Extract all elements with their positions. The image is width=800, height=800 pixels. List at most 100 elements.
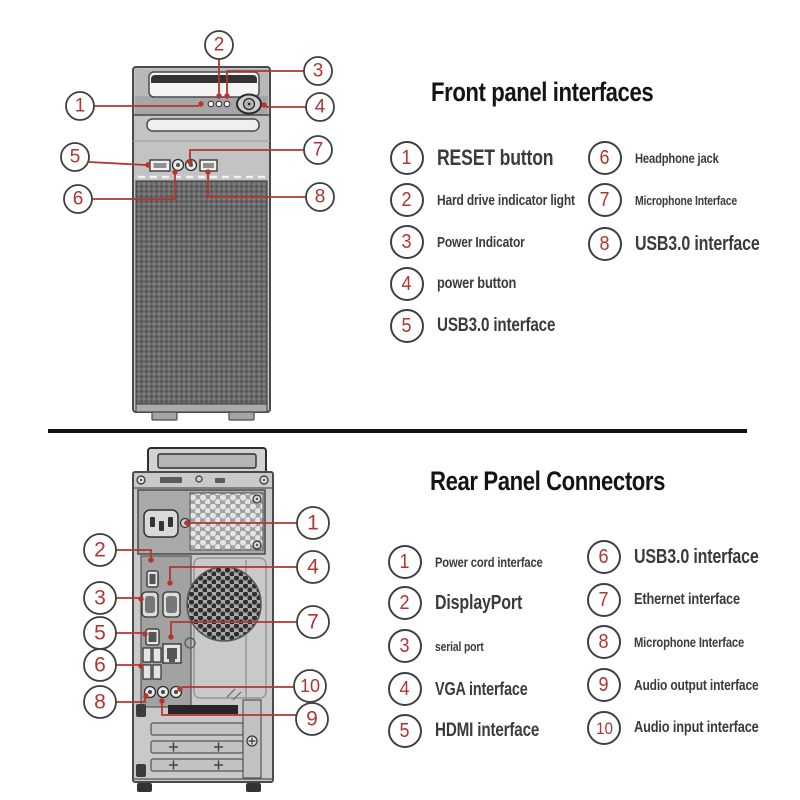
svg-text:4: 4: [315, 97, 326, 118]
legend-label: Microphone Interface: [634, 634, 745, 650]
displayport-port: [146, 570, 159, 588]
legend-number-badge: 7: [587, 583, 621, 617]
legend-label: Hard drive indicator light: [437, 191, 575, 209]
hdmi-port: [145, 628, 160, 646]
rear-callout-3: 3: [83, 581, 117, 615]
legend-label: RESET button: [437, 145, 554, 170]
rear-callout-5: 5: [83, 616, 117, 650]
rear-callout-lines: [114, 522, 297, 716]
legend-item-rear-5: 5 HDMI interface: [388, 714, 565, 748]
legend-number-badge: 10: [587, 711, 621, 745]
rear-callout-9: 9: [295, 702, 329, 736]
power-button: [236, 93, 262, 115]
usb-ports: [142, 647, 162, 680]
legend-item-front-1: 1 RESET button: [390, 141, 582, 175]
legend-number-badge: 4: [388, 672, 422, 706]
legend-label: HDMI interface: [435, 720, 540, 741]
front-usb-port-left: [149, 159, 171, 172]
legend-label: power button: [437, 275, 517, 292]
front-callout-7: 7: [303, 135, 333, 165]
legend-label: serial port: [435, 638, 484, 654]
front-callout-1: 1: [65, 91, 95, 121]
legend-item-front-5: 5 USB3.0 interface: [390, 309, 585, 343]
legend-item-front-2: 2 Hard drive indicator light: [390, 183, 609, 217]
legend-label: Power cord interface: [435, 554, 543, 570]
psu-power-inlet: [143, 509, 179, 538]
legend-number-badge: 8: [588, 227, 622, 261]
legend-number-badge: 7: [588, 183, 622, 217]
headphone-jack-port: [171, 158, 185, 172]
rear-section-title: Rear Panel Connectors: [430, 466, 666, 496]
legend-item-rear-10: 10 Audio input interface: [587, 711, 790, 745]
svg-text:3: 3: [94, 587, 106, 610]
svg-text:9: 9: [306, 708, 318, 731]
legend-label: Audio output interface: [634, 676, 759, 694]
front-tower-illustration: [132, 66, 271, 421]
svg-text:1: 1: [307, 512, 319, 535]
optical-drive-slot: [146, 118, 260, 132]
front-callout-lines: [88, 59, 306, 200]
legend-item-front-6: 6 Headphone jack: [588, 141, 740, 175]
legend-item-rear-3: 3 serial port: [388, 629, 496, 663]
legend-label: USB3.0 interface: [635, 232, 760, 255]
svg-text:4: 4: [307, 556, 319, 579]
legend-number-badge: 2: [390, 183, 424, 217]
audio-jacks: [143, 685, 183, 699]
legend-item-rear-6: 6 USB3.0 interface: [587, 540, 790, 574]
svg-text:5: 5: [94, 622, 106, 645]
legend-number-badge: 9: [587, 668, 621, 702]
rear-callout-6: 6: [83, 648, 117, 682]
legend-number-badge: 3: [390, 225, 424, 259]
rear-callout-2: 2: [83, 533, 117, 567]
rear-callout-4: 4: [296, 550, 330, 584]
rear-callout-1: 1: [296, 506, 330, 540]
legend-number-badge: 1: [390, 141, 424, 175]
svg-text:6: 6: [73, 189, 84, 210]
rear-tower-illustration: [132, 447, 274, 792]
front-callout-3: 3: [303, 56, 333, 86]
legend-label: Headphone jack: [635, 150, 719, 166]
legend-label: Ethernet interface: [634, 591, 740, 608]
legend-number-badge: 8: [587, 625, 621, 659]
legend-item-rear-2: 2 DisplayPort: [388, 586, 544, 620]
legend-number-badge: 6: [587, 540, 621, 574]
svg-text:2: 2: [214, 35, 225, 56]
mesh-grille: [135, 180, 268, 405]
carry-handle: [147, 447, 267, 474]
legend-label: USB3.0 interface: [634, 545, 759, 568]
front-callout-dots: [145, 93, 267, 175]
legend-item-front-3: 3 Power Indicator: [390, 225, 547, 259]
legend-number-badge: 5: [388, 714, 422, 748]
legend-number-badge: 6: [588, 141, 622, 175]
svg-text:3: 3: [313, 61, 324, 82]
ethernet-port: [162, 643, 182, 664]
legend-label: DisplayPort: [435, 591, 523, 614]
section-divider: [48, 429, 747, 433]
svg-text:10: 10: [300, 676, 320, 696]
legend-number-badge: 1: [388, 545, 422, 579]
rear-callout-10: 10: [293, 669, 327, 703]
legend-label: USB3.0 interface: [437, 315, 556, 336]
legend-item-rear-7: 7 Ethernet interface: [587, 583, 766, 617]
legend-item-front-8: 8 USB3.0 interface: [588, 227, 791, 261]
vga-port: [162, 591, 181, 618]
legend-item-rear-4: 4 VGA interface: [388, 672, 551, 706]
legend-number-badge: 5: [390, 309, 424, 343]
front-callout-2: 2: [204, 30, 234, 60]
front-callout-5: 5: [60, 142, 90, 172]
rear-callout-8: 8: [83, 685, 117, 719]
svg-text:8: 8: [315, 187, 326, 208]
legend-number-badge: 3: [388, 629, 422, 663]
svg-text:1: 1: [75, 96, 86, 117]
front-callout-8: 8: [305, 182, 335, 212]
legend-label: Microphone Interface: [635, 192, 737, 208]
legend-item-rear-1: 1 Power cord interface: [388, 545, 570, 579]
expansion-slots: [136, 699, 262, 779]
legend-item-front-7: 7 Microphone Interface: [588, 183, 762, 217]
rear-callout-7: 7: [296, 605, 330, 639]
legend-label: Audio input interface: [634, 719, 759, 736]
svg-text:5: 5: [70, 147, 81, 168]
legend-item-rear-8: 8 Microphone Interface: [587, 625, 772, 659]
